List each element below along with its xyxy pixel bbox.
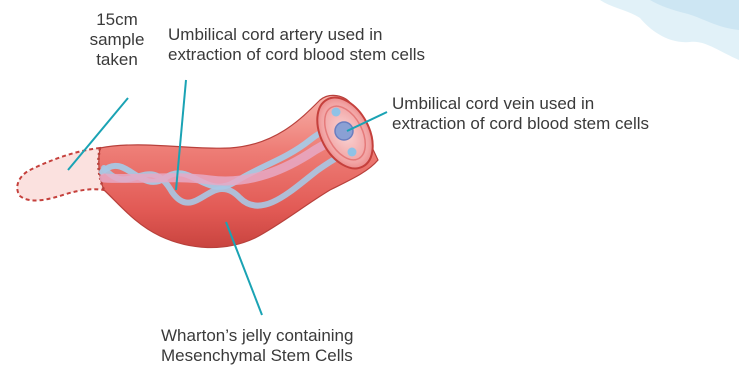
label-sample-taken: 15cm sample taken <box>62 10 172 70</box>
label-whartons-jelly: Wharton’s jelly containing Mesenchymal S… <box>161 326 353 366</box>
label-sample-line-1: 15cm <box>62 10 172 30</box>
label-jelly-line-2: Mesenchymal Stem Cells <box>161 346 353 366</box>
label-artery-line-1: Umbilical cord artery used in <box>168 25 425 45</box>
label-vein: Umbilical cord vein used in extraction o… <box>392 94 649 134</box>
label-artery: Umbilical cord artery used in extraction… <box>168 25 425 65</box>
label-sample-line-3: taken <box>62 50 172 70</box>
label-sample-line-2: sample <box>62 30 172 50</box>
artery-lumen-1 <box>332 108 341 117</box>
label-jelly-line-1: Wharton’s jelly containing <box>161 326 353 346</box>
label-artery-line-2: extraction of cord blood stem cells <box>168 45 425 65</box>
label-vein-line-1: Umbilical cord vein used in <box>392 94 649 114</box>
vein-lumen <box>335 122 353 140</box>
sample-section <box>17 148 104 200</box>
artery-lumen-2 <box>348 148 357 157</box>
label-vein-line-2: extraction of cord blood stem cells <box>392 114 649 134</box>
